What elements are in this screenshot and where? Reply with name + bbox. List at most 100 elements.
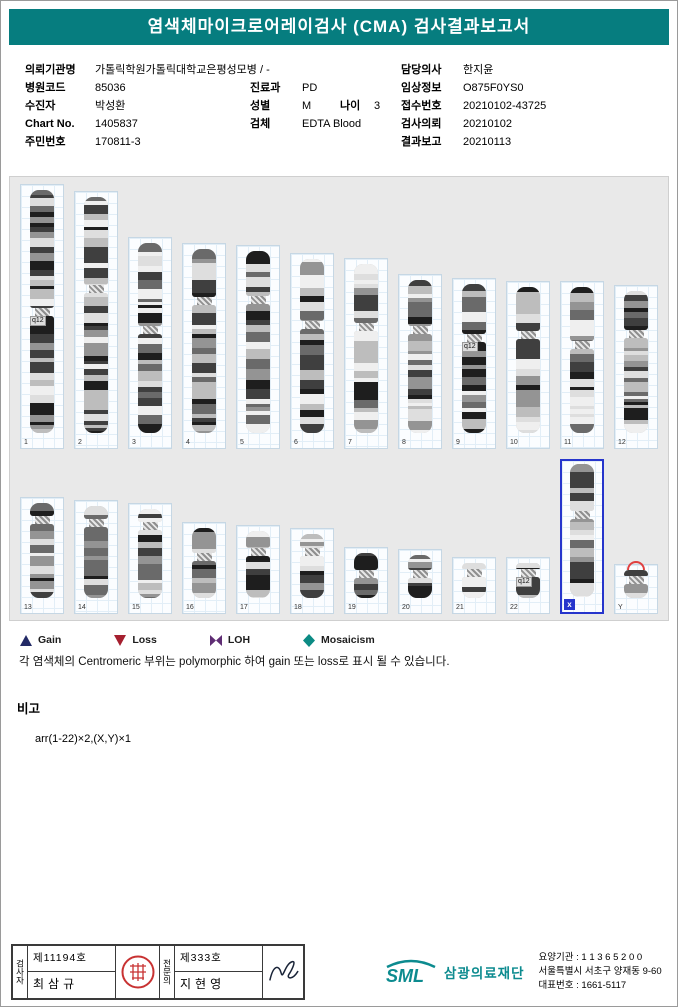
centromere — [142, 522, 158, 530]
chromosome-12: 12 — [614, 285, 658, 449]
specialist-signature-cell — [263, 946, 303, 998]
gain-triangle-icon — [20, 634, 32, 646]
legend-item-loh: LOH — [209, 634, 250, 647]
band-label-1: q12 — [30, 316, 46, 326]
centromere — [574, 511, 590, 519]
chromosome-ideogram-3 — [138, 243, 162, 433]
chromosome-label-11: 11 — [564, 439, 572, 446]
institution-value: 가톨릭학원가톨릭대학교은평성모병 / - — [95, 64, 270, 76]
centromere — [412, 570, 428, 578]
chromosome-ideogram-15 — [138, 509, 162, 598]
centromere — [88, 519, 104, 527]
examiner-cell: 제11194호 최삼규 — [28, 946, 116, 998]
chromosome-label-16: 16 — [186, 604, 194, 611]
sml-org-name: 삼광의료재단 — [444, 966, 525, 981]
accession-no-label: 접수번호 — [401, 100, 442, 112]
info-row-doctor: 담당의사 한지윤 — [401, 61, 663, 79]
chromosome-Y: Y — [614, 561, 658, 614]
sex-label: 성별 — [250, 100, 271, 112]
centromere — [304, 321, 320, 329]
accession-no-value: 20210102-43725 — [463, 100, 547, 112]
signature-table: 검사자 제11194호 최삼규 전문의 제333호 지현영 — [11, 944, 305, 1000]
chromosome-ideogram-17 — [246, 531, 270, 598]
selection-badge-X: x — [564, 599, 575, 610]
legend-item-gain: Gain — [19, 634, 61, 647]
centromere — [466, 569, 482, 577]
remarks-heading: 비고 — [17, 702, 41, 716]
chromosome-ideogram-16 — [192, 528, 216, 598]
centromere-note: 각 염색체의 Centromeric 부위는 polymorphic 하여 ga… — [19, 656, 450, 668]
chromosome-ideogram-Y — [624, 561, 648, 598]
chart-no-label: Chart No. — [25, 118, 75, 130]
centromere — [142, 326, 158, 334]
chromosome-ideogram-1: q12 — [30, 190, 54, 433]
centromere — [358, 323, 374, 331]
chromosome-8: 8 — [398, 274, 442, 449]
report-date-label: 결과보고 — [401, 136, 442, 148]
chromosome-17: 17 — [236, 525, 280, 614]
doctor-label: 담당의사 — [401, 64, 442, 76]
org-info: 요양기관 : 1 1 3 6 5 2 0 0 서울특별시 서초구 양재동 9-6… — [539, 951, 662, 992]
chromosome-ideogram-20 — [408, 555, 432, 598]
chromosome-label-1: 1 — [24, 439, 28, 446]
centromere — [520, 569, 536, 577]
org-phone: 대표번호 : 1661-5117 — [538, 979, 627, 991]
chromosome-20: 20 — [398, 549, 442, 614]
chromosome-4: 4 — [182, 243, 226, 449]
chromosome-10: 10 — [506, 281, 550, 449]
chromosome-7: 7 — [344, 258, 388, 449]
centromere — [88, 285, 104, 293]
doctor-value: 한지윤 — [463, 64, 494, 76]
chromosome-1: q12 1 — [20, 184, 64, 449]
report-date-value: 20210113 — [463, 136, 512, 148]
chromosome-label-17: 17 — [240, 604, 248, 611]
chromosome-2: 2 — [74, 191, 118, 449]
sml-swoosh-icon: SML — [386, 959, 436, 986]
chromosome-ideogram-19 — [354, 553, 378, 598]
info-row-report-date: 결과보고 20210113 — [401, 133, 663, 151]
chromosome-label-18: 18 — [294, 604, 302, 611]
chromosome-18: 18 — [290, 528, 334, 614]
legend: Gain Loss LOH Mosaicism — [19, 632, 375, 648]
centromere — [520, 331, 536, 339]
chromosome-5: 5 — [236, 245, 280, 449]
chromosome-21: 21 — [452, 557, 496, 614]
chromosome-label-19: 19 — [348, 604, 356, 611]
institution-label: 의뢰기관명 — [25, 64, 76, 76]
chromosome-label-22: 22 — [510, 604, 518, 611]
chromosome-label-10: 10 — [510, 439, 518, 446]
resident-no-value: 170811-3 — [95, 136, 141, 148]
specialist-role-label: 전문의 — [160, 946, 175, 998]
chromosome-15: 15 — [128, 503, 172, 614]
info-row-chart-no: Chart No. 1405837 검체 EDTA Blood — [25, 115, 397, 133]
chromosome-ideogram-11 — [570, 287, 594, 433]
sml-logo: SML 삼광의료재단 — [383, 958, 525, 986]
chromosome-label-3: 3 — [132, 439, 136, 446]
patient-name: 박성환 — [95, 100, 126, 112]
org-address: 서울특별시 서초구 양재동 9-60 — [538, 966, 662, 978]
handwritten-signature-icon — [269, 960, 299, 981]
report-title: 염색체마이크로어레이검사 (CMA) 검사결과보고서 — [9, 9, 669, 45]
chromosome-6: 6 — [290, 253, 334, 449]
department-value: PD — [302, 82, 318, 94]
chromosome-19: 19 — [344, 547, 388, 614]
chromosome-ideogram-21 — [462, 563, 486, 598]
chromosome-ideogram-14 — [84, 506, 108, 598]
request-date-label: 검사의뢰 — [401, 118, 442, 130]
centromere — [34, 308, 50, 316]
chromosome-3: 3 — [128, 237, 172, 449]
legend-item-mosaicism: Mosaicism — [302, 633, 375, 647]
chart-no-value: 1405837 — [95, 118, 138, 130]
chromosome-ideogram-10 — [516, 287, 540, 433]
info-row-resident-no: 주민번호 170811-3 — [25, 133, 397, 151]
specimen-value: EDTA Blood — [302, 118, 362, 130]
specimen-label: 검체 — [250, 118, 271, 130]
chromosome-label-12: 12 — [618, 439, 626, 446]
chromosome-label-9: 9 — [456, 439, 460, 446]
chromosome-ideogram-6 — [300, 259, 324, 433]
chromosome-14: 14 — [74, 500, 118, 614]
